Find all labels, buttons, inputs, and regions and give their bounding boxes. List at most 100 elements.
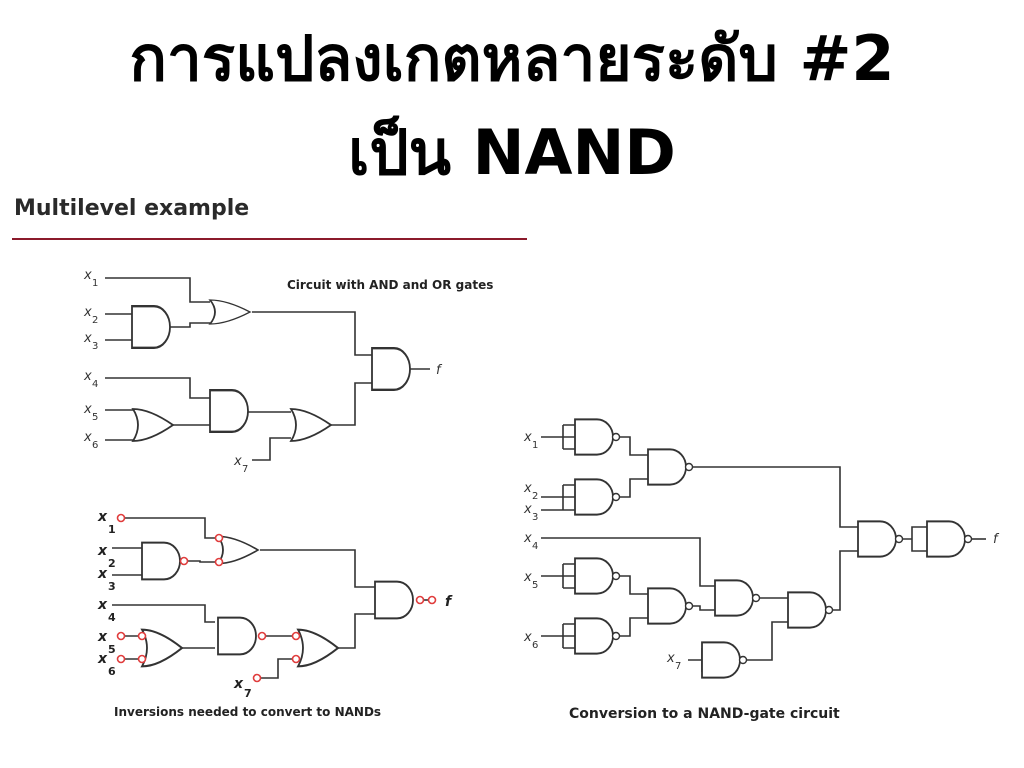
input-label-x2: x2 xyxy=(523,481,538,502)
nand-gate xyxy=(857,520,904,558)
slide-title-line-1: การแปลงเกตหลายระดับ #2 xyxy=(129,22,895,95)
svg-text:4: 4 xyxy=(108,611,116,624)
svg-text:x: x xyxy=(523,531,532,546)
svg-text:7: 7 xyxy=(675,661,681,672)
svg-text:x: x xyxy=(523,630,532,645)
input-label-x7: x7 xyxy=(666,651,681,672)
svg-text:x: x xyxy=(97,566,108,582)
nand-gate xyxy=(574,617,621,655)
svg-text:x: x xyxy=(83,369,92,384)
svg-text:5: 5 xyxy=(108,643,116,656)
input-label-x4: x4 xyxy=(83,369,98,390)
output-label-f: f xyxy=(436,363,443,378)
svg-text:x: x xyxy=(97,629,108,645)
nand-gate xyxy=(647,448,694,486)
or-gate xyxy=(209,299,251,325)
nand-gate xyxy=(647,587,694,625)
svg-text:x: x xyxy=(83,331,92,346)
or-gate xyxy=(140,628,184,668)
input-label-x2: x2 xyxy=(97,543,116,570)
input-label-x5: x5 xyxy=(83,402,98,423)
nand-gate xyxy=(714,579,761,617)
or-gate xyxy=(217,535,259,565)
input-label-x1: x1 xyxy=(97,509,116,536)
nand-gate xyxy=(926,520,973,558)
svg-text:x: x xyxy=(97,543,108,559)
svg-text:1: 1 xyxy=(108,523,116,536)
svg-text:x: x xyxy=(523,430,532,445)
nand-gate xyxy=(574,557,621,595)
svg-text:3: 3 xyxy=(92,341,98,352)
and-gate xyxy=(373,580,415,620)
input-label-x3: x3 xyxy=(97,566,116,593)
svg-text:6: 6 xyxy=(108,665,116,678)
slide-title-line-2: เป็น NAND xyxy=(348,116,676,189)
output-label-f: f xyxy=(993,532,1000,547)
input-label-x1: x1 xyxy=(523,430,538,451)
nand-caption: Conversion to a NAND-gate circuit xyxy=(569,706,840,722)
nand-gate xyxy=(574,418,621,456)
and-gate xyxy=(370,347,412,391)
or-gate xyxy=(296,628,340,668)
svg-text:x: x xyxy=(97,597,108,613)
svg-text:1: 1 xyxy=(92,278,98,289)
section-divider xyxy=(12,238,527,240)
input-label-x5: x5 xyxy=(523,570,538,591)
svg-text:x: x xyxy=(83,430,92,445)
svg-text:x: x xyxy=(97,651,108,667)
svg-text:x: x xyxy=(83,268,92,283)
section-heading: Multilevel example xyxy=(14,196,250,221)
svg-text:7: 7 xyxy=(244,687,252,700)
input-label-x3: x3 xyxy=(83,331,98,352)
svg-text:x: x xyxy=(233,454,242,469)
svg-text:5: 5 xyxy=(92,412,98,423)
input-label-x3: x3 xyxy=(523,502,538,523)
input-label-x2: x2 xyxy=(83,305,98,326)
svg-text:2: 2 xyxy=(92,315,98,326)
and-gate xyxy=(216,616,258,656)
input-label-x4: x4 xyxy=(523,531,538,552)
svg-text:x: x xyxy=(523,570,532,585)
inversion-circuit: x1 x2 x3 x4 x5 x6 x7 f Inversions needed… xyxy=(97,509,453,719)
input-label-x5: x5 xyxy=(97,629,116,656)
nand-gate xyxy=(701,641,748,679)
input-label-x7: x7 xyxy=(233,454,248,475)
svg-text:1: 1 xyxy=(532,440,538,451)
svg-text:6: 6 xyxy=(532,640,538,651)
and-gate xyxy=(130,305,172,349)
nand-circuit: x1 x2 x3 x4 x5 x6 x7 f Conversion to a N… xyxy=(523,418,1000,722)
svg-text:x: x xyxy=(233,676,244,692)
svg-text:3: 3 xyxy=(532,512,538,523)
svg-text:x: x xyxy=(83,305,92,320)
and-gate xyxy=(140,541,182,581)
and-or-circuit: Circuit with AND and OR gates x1 x2 x3 x… xyxy=(83,268,493,475)
input-label-x6: x6 xyxy=(97,651,116,678)
svg-text:6: 6 xyxy=(92,440,98,451)
svg-text:4: 4 xyxy=(92,379,98,390)
or-gate xyxy=(132,408,174,442)
inversion-caption: Inversions needed to convert to NANDs xyxy=(114,705,381,719)
and-gate xyxy=(208,389,250,433)
svg-text:3: 3 xyxy=(108,580,116,593)
output-label-f: f xyxy=(445,594,453,610)
input-label-x1: x1 xyxy=(83,268,98,289)
svg-text:2: 2 xyxy=(108,557,116,570)
inversion-bubbles xyxy=(116,513,437,683)
svg-text:5: 5 xyxy=(532,580,538,591)
svg-text:7: 7 xyxy=(242,464,248,475)
or-gate xyxy=(290,408,332,442)
input-label-x4: x4 xyxy=(97,597,116,624)
nand-gate xyxy=(787,591,834,629)
svg-text:4: 4 xyxy=(532,541,538,552)
svg-text:2: 2 xyxy=(532,491,538,502)
input-label-x6: x6 xyxy=(523,630,538,651)
svg-text:x: x xyxy=(97,509,108,525)
svg-text:x: x xyxy=(523,481,532,496)
nand-gate xyxy=(574,478,621,516)
circuit-caption: Circuit with AND and OR gates xyxy=(287,278,493,292)
input-label-x6: x6 xyxy=(83,430,98,451)
input-label-x7: x7 xyxy=(233,676,252,700)
svg-text:x: x xyxy=(666,651,675,666)
svg-text:x: x xyxy=(523,502,532,517)
